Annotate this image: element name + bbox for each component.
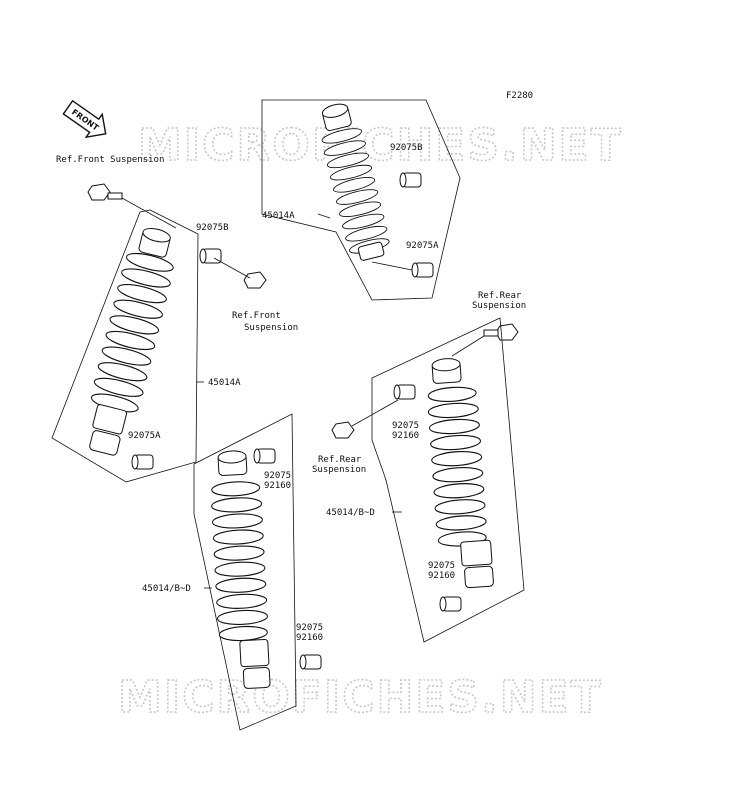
label-92075b-left: 92075B — [196, 223, 229, 233]
label-45014a-left: 45014A — [208, 378, 241, 388]
frame-top — [261, 99, 461, 301]
shock-top-group: 45014A 92075B 92075A — [261, 99, 461, 301]
label-92160-right-top: 92160 — [392, 431, 419, 441]
bolt-front-icon — [87, 183, 123, 201]
figure-id: F2280 — [506, 91, 533, 101]
label-92075-mid-top: 92075 — [264, 471, 291, 481]
label-ref-front-suspension-top: Ref.Front Suspension — [56, 155, 164, 165]
front-arrow-icon: FRONT — [62, 99, 107, 139]
label-92160-mid-top: 92160 — [264, 481, 291, 491]
frame-left — [51, 209, 199, 483]
watermark-top: MICROFICHES.NET — [138, 120, 623, 171]
label-92075b-top: 92075B — [390, 143, 423, 153]
watermark-bottom: MICROFICHES.NET — [118, 672, 603, 723]
label-ref-front-2: Suspension — [244, 323, 298, 333]
nut-front-icon — [243, 271, 267, 289]
label-ref-rear-mid-2: Suspension — [312, 465, 366, 475]
label-45014bd-mid: 45014/B~D — [142, 584, 191, 594]
frame-right — [371, 317, 525, 643]
nut-rear-icon — [331, 421, 355, 439]
label-ref-rear-right-2: Suspension — [472, 301, 526, 311]
label-92075a-top: 92075A — [406, 241, 439, 251]
label-92075-right-top: 92075 — [392, 421, 419, 431]
label-92160-mid-bot: 92160 — [296, 633, 323, 643]
label-92075-mid-bot: 92075 — [296, 623, 323, 633]
shock-right-group: 92075 92160 Ref.Rear Suspension 45014/B~… — [312, 317, 525, 643]
shock-mid-group: 92075 92160 45014/B~D 92075 92160 — [142, 413, 323, 731]
frame-mid — [193, 413, 297, 731]
label-45014a-top: 45014A — [262, 211, 295, 221]
label-ref-front-1: Ref.Front — [232, 311, 281, 321]
label-ref-rear-right-1: Ref.Rear — [478, 291, 522, 301]
label-92075a-left: 92075A — [128, 431, 161, 441]
shock-left-group: 92075B Ref.Front Suspension 45014A 92075… — [51, 209, 298, 483]
label-ref-rear-mid-1: Ref.Rear — [318, 455, 362, 465]
label-92160-right-bot: 92160 — [428, 571, 455, 581]
label-45014bd-right: 45014/B~D — [326, 508, 375, 518]
label-92075-right-bot: 92075 — [428, 561, 455, 571]
